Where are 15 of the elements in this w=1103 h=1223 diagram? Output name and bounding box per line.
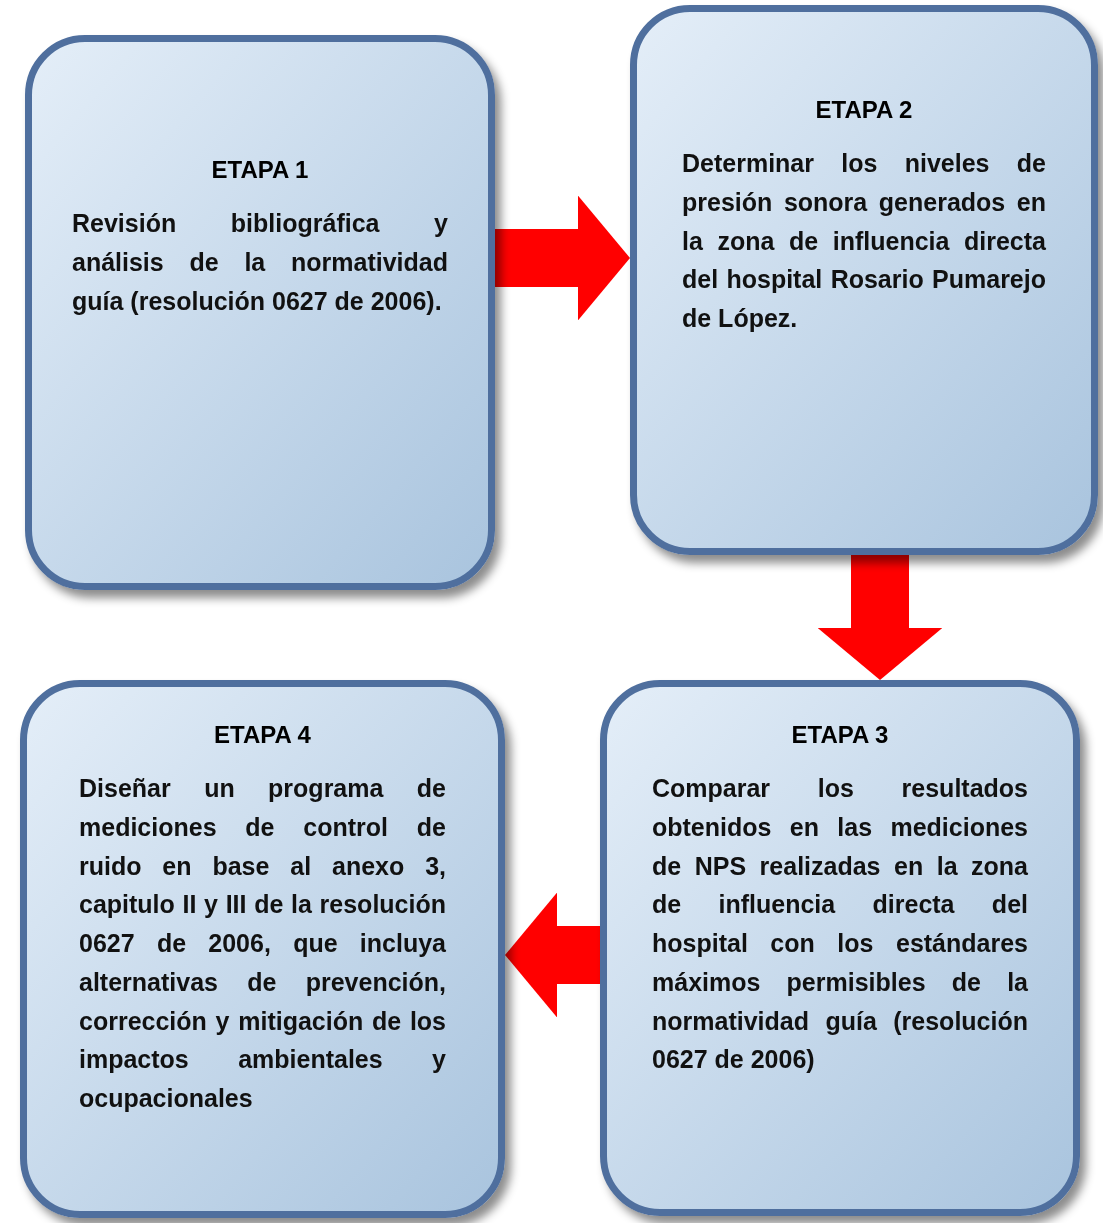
block-arrow: [817, 555, 943, 680]
stage-title: ETAPA 2: [814, 95, 914, 125]
stage-box: [20, 680, 505, 1218]
stage-box: [25, 35, 495, 590]
stage-box: [630, 5, 1098, 555]
stage-title: ETAPA 1: [210, 155, 310, 185]
stage-description: Diseñar un programa de mediciones de control de ruido en base al anexo 3, capitulo II y III de la resolución 0627 de 2006, que incluya alternativas de prevención, corrección y mitigación de los impactos ambientales y ocupacionales: [79, 773, 446, 1114]
block-arrow: [495, 195, 630, 321]
stage-description: Revisión bibliográfica y análisis de la normatividad guía (resolución 0627 de 2006).: [72, 208, 448, 317]
stage-description: Comparar los resultados obtenidos en las mediciones de NPS realizadas en la zona de influencia directa del hospital con los estándares máximos permisibles de la normatividad guía (resolución 0627 de 2006): [652, 773, 1028, 1076]
stage-description: Determinar los niveles de presión sonora generados en la zona de influencia directa del hospital Rosario Pumarejo de López.: [682, 148, 1046, 334]
block-arrow: [505, 892, 600, 1018]
stage-title: ETAPA 4: [213, 720, 312, 750]
stage-box: [600, 680, 1080, 1216]
stage-title: ETAPA 3: [790, 720, 890, 750]
